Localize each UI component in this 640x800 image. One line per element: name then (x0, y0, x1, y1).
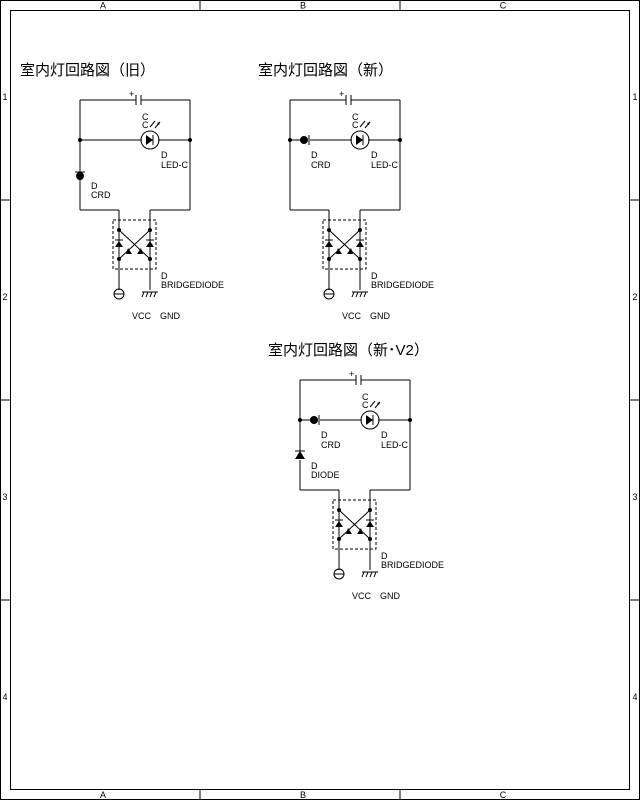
capacitor-value-label: C (352, 120, 359, 130)
bridge-ref-label: D (371, 271, 378, 281)
led-symbol (350, 120, 371, 150)
bridge-diode-symbol (112, 210, 157, 290)
capacitor-plus-label: + (129, 89, 134, 99)
diode-symbol (295, 450, 305, 459)
vcc-label: VCC (132, 311, 152, 321)
circuit-new-v2: 室内灯回路図（新･V2） + D CRD (268, 342, 444, 601)
circuit-old-title: 室内灯回路図（旧） (20, 62, 155, 79)
capacitor-symbol (290, 95, 400, 105)
bridge-diode-symbol (322, 210, 367, 290)
circuit-new: 室内灯回路図（新） + D CRD (258, 62, 434, 321)
bridge-diode-symbol (332, 490, 377, 570)
gnd-label: GND (380, 591, 401, 601)
led-ref-label: D (371, 150, 378, 160)
capacitor-plus-label: + (339, 89, 344, 99)
frame-col-bottom-b: B (300, 790, 306, 800)
gnd-symbol (361, 571, 378, 578)
frame-row-right-1: 1 (632, 92, 637, 102)
capacitor-symbol (300, 375, 410, 385)
circuit-new-title: 室内灯回路図（新） (258, 62, 393, 79)
gnd-symbol (351, 291, 368, 298)
frame-col-top-c: C (500, 1, 507, 11)
capacitor-ref-label: C (142, 112, 149, 122)
circuit-old: 室内灯回路図（旧） + C C D LED-C (20, 62, 224, 321)
frame-col-top-a: A (100, 1, 106, 11)
crd-value-label: CRD (321, 440, 341, 450)
capacitor-ref-label: C (362, 392, 369, 402)
capacitor-plus-label: + (349, 369, 354, 379)
led-symbol (360, 400, 381, 430)
gnd-symbol (141, 291, 158, 298)
diode-value-label: DIODE (311, 470, 340, 480)
crd-symbol (310, 415, 320, 425)
bridge-value-label: BRIDGEDIODE (381, 560, 444, 570)
capacitor-symbol (80, 95, 190, 105)
frame-row-right-4: 4 (632, 692, 637, 702)
bridge-ref-label: D (161, 271, 168, 281)
led-value-label: LED-C (161, 160, 189, 170)
bridge-value-label: BRIDGEDIODE (371, 280, 434, 290)
led-ref-label: D (381, 430, 388, 440)
capacitor-value-label: C (362, 400, 369, 410)
frame-row-left-3: 3 (2, 492, 7, 502)
crd-symbol (300, 135, 310, 145)
crd-ref-label: D (91, 181, 98, 191)
vcc-symbol (323, 288, 335, 300)
gnd-label: GND (160, 311, 181, 321)
bridge-value-label: BRIDGEDIODE (161, 280, 224, 290)
capacitor-ref-label: C (352, 112, 359, 122)
crd-value-label: CRD (311, 160, 331, 170)
frame-col-top-b: B (300, 1, 306, 11)
frame-row-right-2: 2 (632, 292, 637, 302)
circuit-new-v2-title: 室内灯回路図（新･V2） (268, 342, 429, 359)
led-value-label: LED-C (371, 160, 399, 170)
vcc-symbol (333, 568, 345, 580)
gnd-label: GND (370, 311, 391, 321)
vcc-label: VCC (352, 591, 372, 601)
frame-row-right-3: 3 (632, 492, 637, 502)
crd-ref-label: D (321, 430, 328, 440)
led-symbol (140, 120, 161, 150)
capacitor-value-label: C (142, 120, 149, 130)
frame-col-bottom-a: A (100, 790, 106, 800)
frame-row-left-2: 2 (2, 292, 7, 302)
vcc-label: VCC (342, 311, 362, 321)
bridge-ref-label: D (381, 551, 388, 561)
crd-ref-label: D (311, 150, 318, 160)
crd-symbol (75, 171, 85, 180)
frame-row-left-1: 1 (2, 92, 7, 102)
frame-row-left-4: 4 (2, 692, 7, 702)
crd-value-label: CRD (91, 190, 111, 200)
vcc-symbol (113, 288, 125, 300)
led-ref-label: D (161, 150, 168, 160)
led-value-label: LED-C (381, 440, 409, 450)
frame-col-bottom-c: C (500, 790, 507, 800)
diode-ref-label: D (311, 461, 318, 471)
